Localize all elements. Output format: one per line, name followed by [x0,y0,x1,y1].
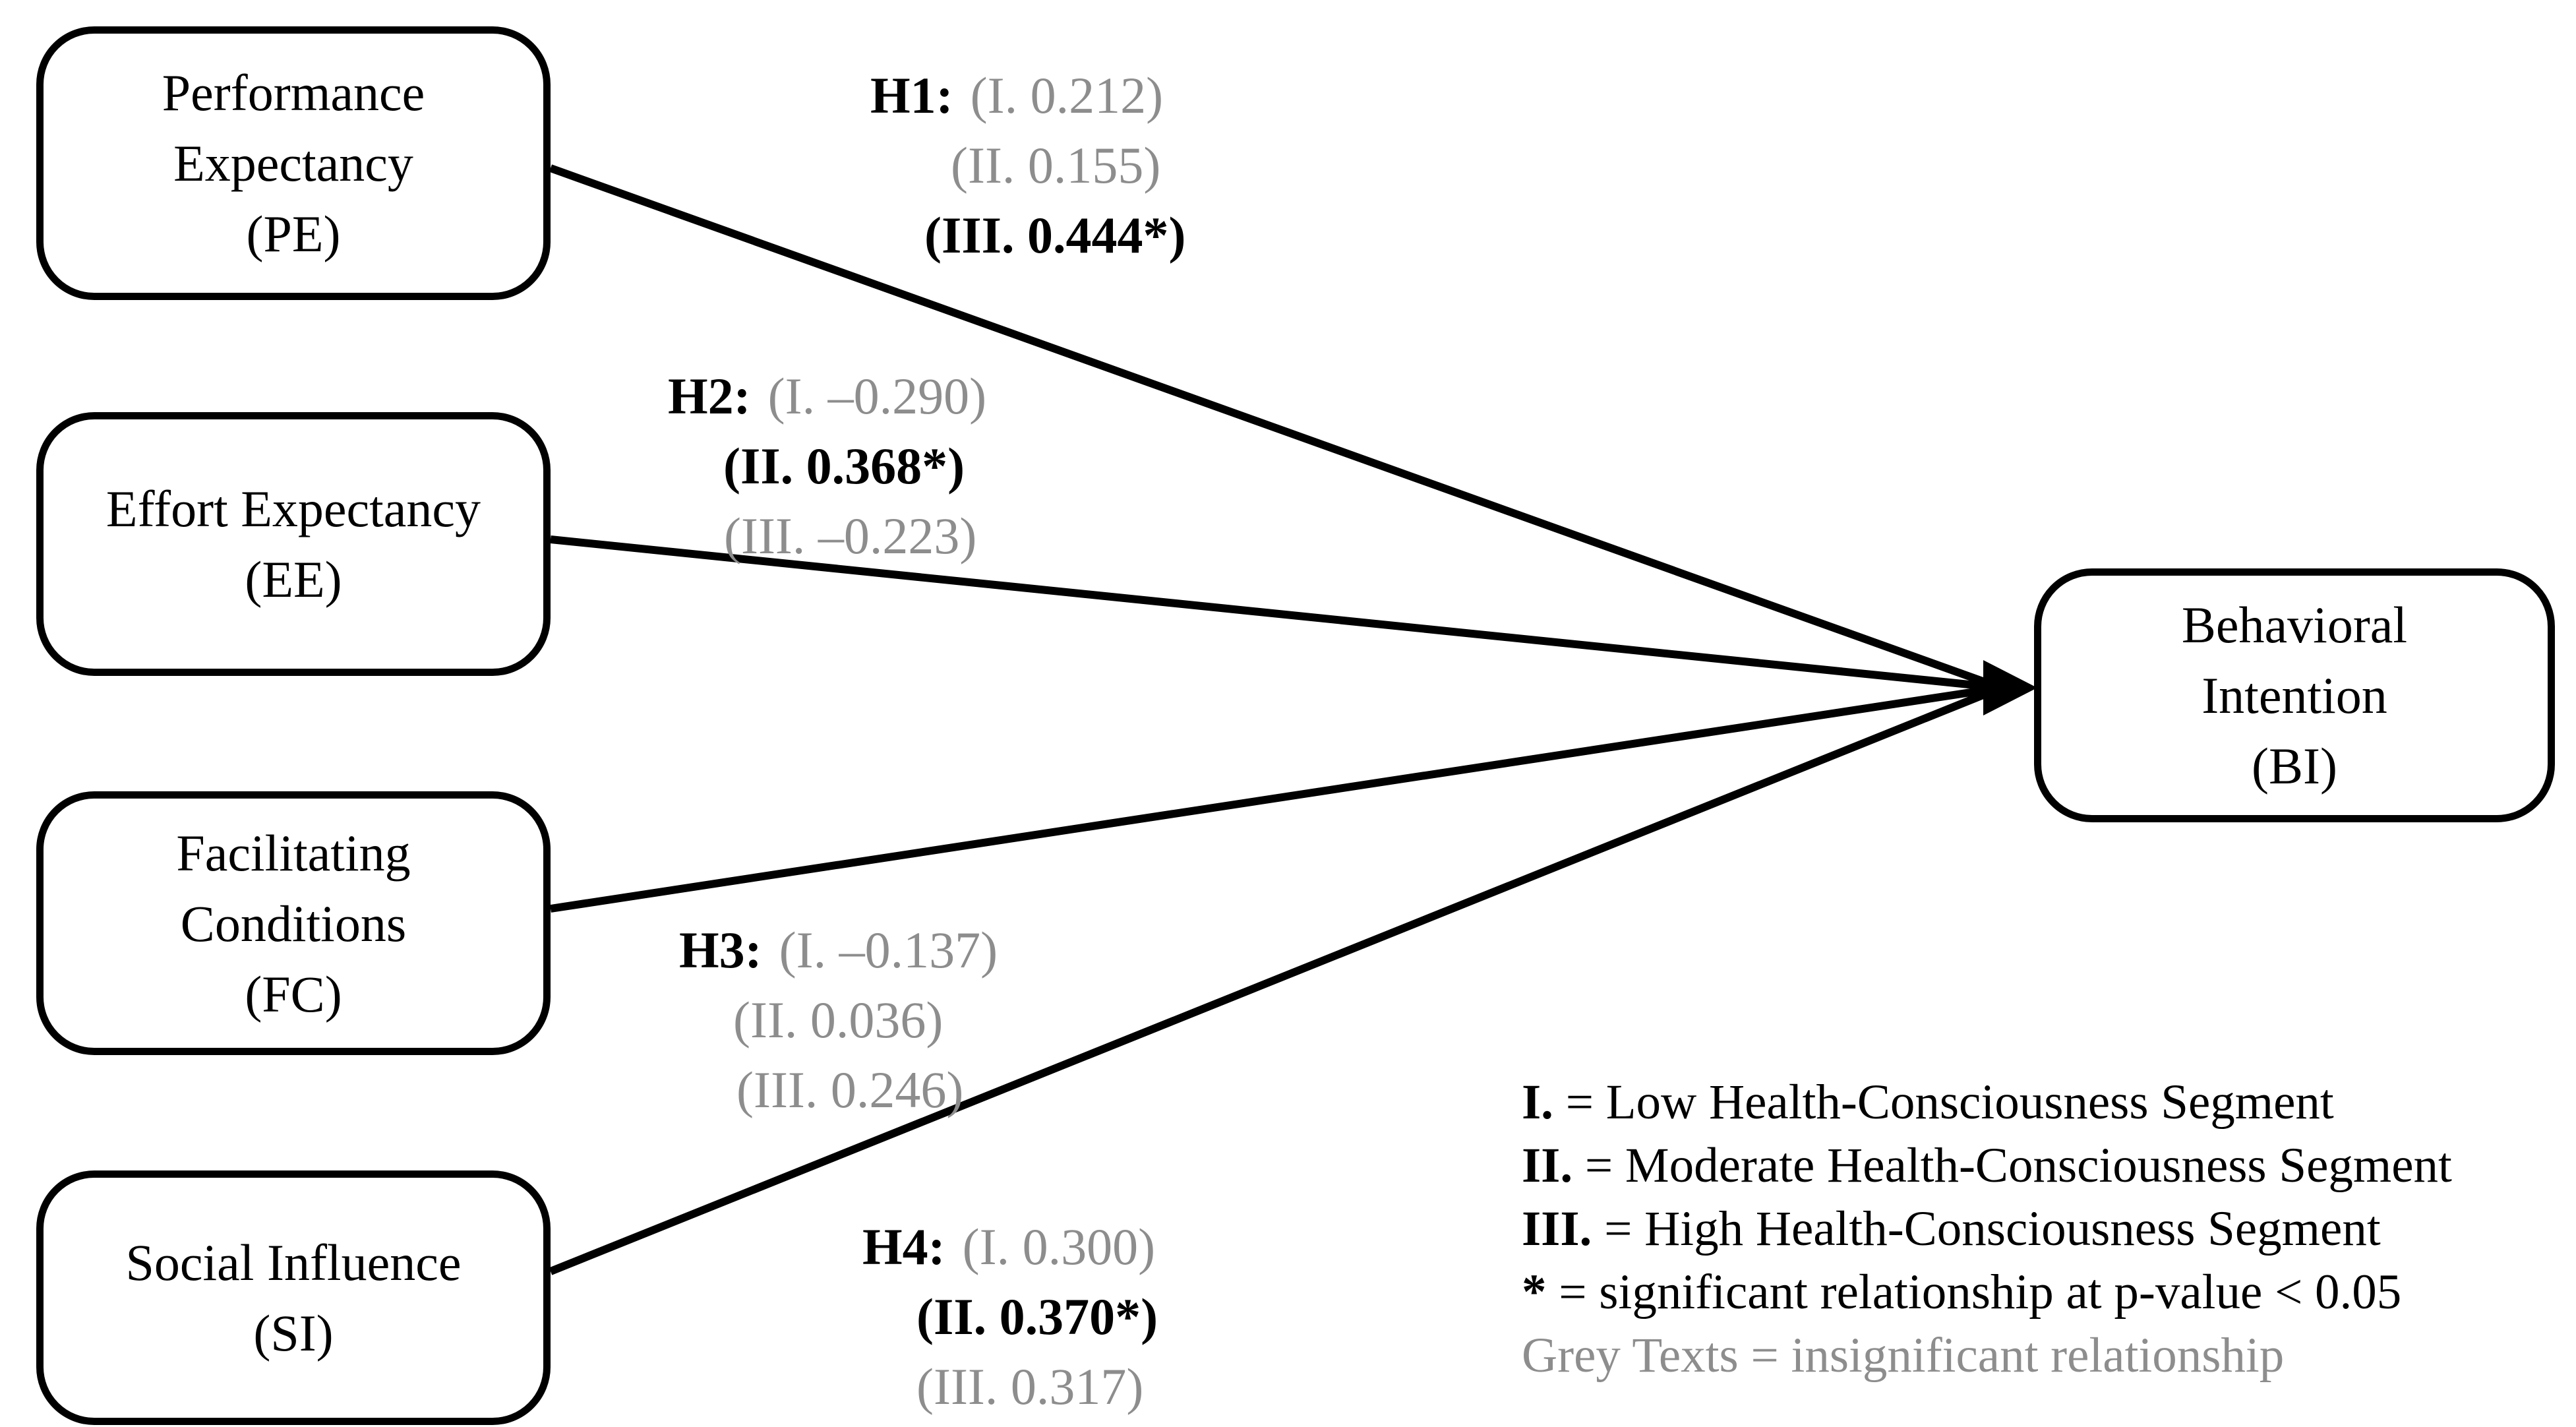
node-label-line: (SI) [253,1304,334,1362]
coefficient-value: (III. –0.223) [724,507,977,564]
legend-item-text: = Low Health-Consciousness Segment [1553,1075,2334,1130]
coefficient-value: (II. 0.155) [951,137,1161,194]
legend-item-prefix: * [1522,1265,1547,1320]
path-line-si-bi [549,684,2003,1275]
node-label-line: Effort Expectancy [105,480,481,537]
node-label-line: (PE) [246,205,341,262]
coefficient-line: (II. 0.155) [951,131,1186,200]
legend-item-text: = High Health-Consciousness Segment [1592,1201,2381,1256]
coefficient-line: (III. 0.317) [916,1352,1158,1422]
coefficient-value: (III. 0.444*) [924,206,1186,264]
hypothesis-label: H1: [870,67,953,124]
legend-item: Grey Texts = insignificant relationship [1522,1324,2452,1387]
legend: I. = Low Health-Consciousness Segment II… [1522,1071,2452,1387]
hypothesis-label: H3: [679,921,762,979]
node-label-line: Facilitating [176,824,411,882]
coefficient-value: (II. 0.036) [733,991,944,1048]
node-label-line: Expectancy [173,135,413,192]
coefficient-line: (II. 0.036) [733,985,998,1055]
coefficient-line: H2: (I. –0.290) [668,361,986,431]
coefficient-line: H1: (I. 0.212) [870,61,1186,131]
node-label-line: (FC) [245,965,342,1023]
coefficient-value: (I. –0.290) [767,367,987,425]
path-label-h2: H2: (I. –0.290) (II. 0.368*) (III. –0.223… [668,361,986,571]
path-line-pe-bi [549,164,2003,692]
coefficient-line: (III. 0.444*) [924,200,1186,270]
path-line-fc-bi [550,684,2002,913]
coefficient-value: (III. 0.317) [916,1358,1144,1415]
legend-item-prefix: II. [1522,1138,1573,1193]
node-label-line: Performance [162,64,425,121]
node-label-line: Conditions [180,894,407,952]
arrowhead-icon [1983,660,2037,715]
node-label-line: Behavioral [2181,596,2408,653]
hypothesis-label: H4: [862,1218,945,1275]
legend-item: I. = Low Health-Consciousness Segment [1522,1071,2452,1134]
coefficient-value: (III. 0.246) [736,1061,964,1118]
coefficient-value: (I. 0.300) [962,1218,1156,1275]
legend-item-text: = Moderate Health-Consciousness Segment [1573,1138,2452,1193]
node-label-line: (EE) [245,551,342,608]
coefficient-line: (III. –0.223) [724,501,986,571]
legend-item-prefix: III. [1522,1201,1592,1256]
path-label-h1: H1: (I. 0.212) (II. 0.155) (III. 0.444*) [870,61,1186,270]
coefficient-line: (III. 0.246) [736,1055,998,1125]
coefficient-line: H4: (I. 0.300) [862,1212,1158,1282]
coefficient-line: H3: (I. –0.137) [679,915,998,985]
coefficient-value: (II. 0.370*) [916,1288,1158,1345]
path-label-h3: H3: (I. –0.137) (II. 0.036) (III. 0.246) [679,915,998,1125]
legend-item-text: Grey Texts = insignificant relationship [1522,1328,2285,1383]
hypothesis-label: H2: [668,367,751,425]
coefficient-line: (II. 0.370*) [916,1282,1158,1352]
legend-item: II. = Moderate Health-Consciousness Segm… [1522,1134,2452,1198]
node-label-line: (BI) [2252,737,2337,795]
node-behavioral-intention: Behavioral Intention (BI) [2034,568,2555,822]
coefficient-value: (I. –0.137) [779,921,998,979]
coefficient-value: (I. 0.212) [970,67,1164,124]
node-performance-expectancy: Performance Expectancy (PE) [36,26,551,300]
legend-item-text: = significant relationship at p-value < … [1546,1265,2402,1320]
legend-item: * = significant relationship at p-value … [1522,1261,2452,1324]
node-label-line: Intention [2202,667,2387,724]
path-label-h4: H4: (I. 0.300) (II. 0.370*) (III. 0.317) [862,1212,1158,1422]
coefficient-line: (II. 0.368*) [723,431,986,501]
node-facilitating-conditions: Facilitating Conditions (FC) [36,791,551,1055]
coefficient-value: (II. 0.368*) [723,437,965,495]
node-label-line: Social Influence [125,1234,462,1291]
node-effort-expectancy: Effort Expectancy (EE) [36,412,551,676]
legend-item-prefix: I. [1522,1075,1553,1130]
path-line-ee-bi [550,535,2002,692]
legend-item: III. = High Health-Consciousness Segment [1522,1198,2452,1261]
node-social-influence: Social Influence (SI) [36,1170,551,1425]
